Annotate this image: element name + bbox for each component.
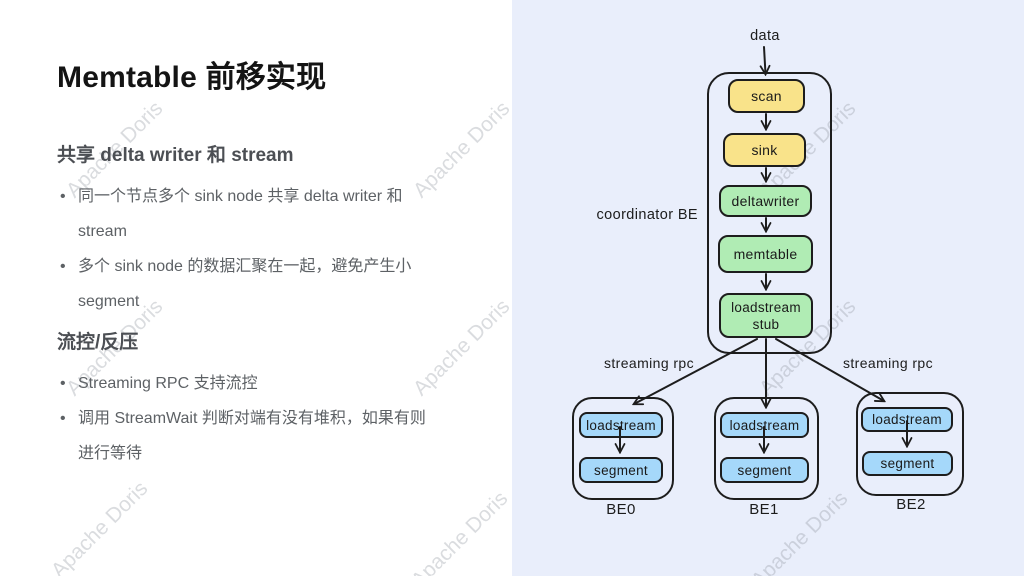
text-column: Memtable 前移实现 共享 delta writer 和 stream 同…	[57, 52, 457, 479]
be1-segment: segment	[720, 457, 809, 483]
watermark: Apache Doris	[406, 486, 513, 576]
node-sink: sink	[723, 133, 806, 167]
streaming-rpc-label-right: streaming rpc	[842, 355, 933, 371]
be2-label: BE2	[896, 496, 926, 513]
be2-frame	[856, 392, 964, 496]
be0-segment: segment	[579, 457, 663, 483]
be1-loadstream: loadstream	[720, 412, 809, 438]
bullet-item: 调用 StreamWait 判断对端有没有堆积，如果有则进行等待	[57, 401, 439, 471]
be0-frame	[572, 397, 674, 500]
be0-label: BE0	[606, 501, 636, 518]
node-scan: scan	[728, 79, 805, 113]
streaming-rpc-label-left: streaming rpc	[603, 355, 694, 371]
data-input-label: data	[750, 28, 780, 44]
bullet-list-flowcontrol: Streaming RPC 支持流控 调用 StreamWait 判断对端有没有…	[57, 366, 439, 471]
be0-loadstream: loadstream	[579, 412, 663, 438]
watermark: Apache Doris	[46, 476, 153, 576]
section-heading-share: 共享 delta writer 和 stream	[57, 145, 294, 166]
node-loadstream-stub: loadstream stub	[719, 293, 813, 338]
bullet-item: Streaming RPC 支持流控	[57, 366, 439, 401]
bullet-item: 同一个节点多个 sink node 共享 delta writer 和 stre…	[57, 179, 439, 249]
coordinator-be-label: coordinator BE	[596, 207, 698, 223]
bullet-list-share: 同一个节点多个 sink node 共享 delta writer 和 stre…	[57, 179, 439, 319]
node-deltawriter: deltawriter	[719, 185, 812, 217]
bullet-item: 多个 sink node 的数据汇聚在一起，避免产生小 segment	[57, 249, 439, 319]
be2-loadstream: loadstream	[861, 407, 953, 432]
page-title: Memtable 前移实现	[57, 61, 327, 94]
section-heading-flowcontrol: 流控/反压	[57, 332, 139, 353]
be1-label: BE1	[749, 501, 779, 518]
be2-segment: segment	[862, 451, 953, 476]
node-memtable: memtable	[718, 235, 813, 273]
